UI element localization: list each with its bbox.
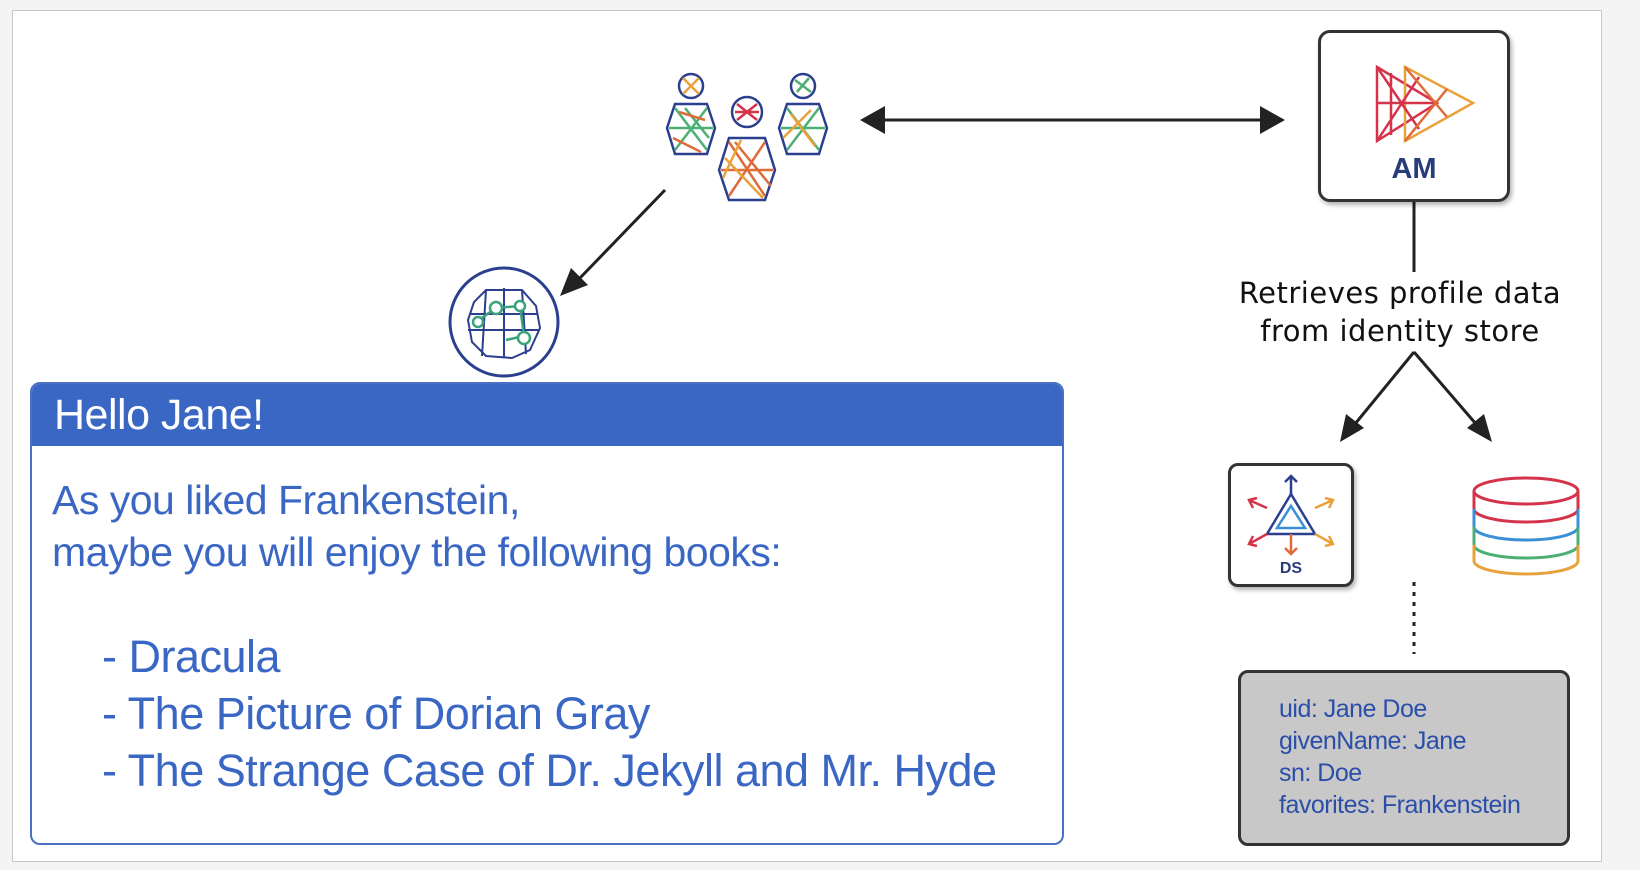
book-item: - Dracula [102, 631, 281, 682]
retrieves-label: Retrieves profile data from identity sto… [1210, 274, 1590, 350]
card-line-1: As you liked Frankenstein, [52, 477, 520, 523]
ds-label: DS [1279, 560, 1303, 577]
card-body: As you liked Frankenstein, maybe you wil… [32, 446, 1062, 799]
users-globe-arrow [578, 188, 667, 280]
retrieves-line-2: from identity store [1260, 314, 1540, 348]
database-icon [1472, 476, 1580, 576]
to-ds-arrow [1353, 351, 1416, 425]
retrieves-line-1: Retrieves profile data [1238, 276, 1562, 310]
profile-data-box: uid: Jane Doe givenName: Jane sn: Doe fa… [1238, 670, 1570, 846]
profile-given-name: givenName: Jane [1279, 727, 1467, 755]
am-logo-icon [1375, 64, 1476, 144]
am-node[interactable]: AM [1318, 30, 1510, 202]
ds-logo-icon [1247, 474, 1335, 556]
to-db-arrow [1412, 351, 1478, 425]
book-item: - The Picture of Dorian Gray [102, 688, 650, 739]
users-icon [665, 72, 829, 202]
book-list: - Dracula - The Picture of Dorian Gray -… [52, 628, 1062, 799]
card-line-2: maybe you will enjoy the following books… [52, 529, 782, 575]
am-label: AM [1391, 153, 1437, 185]
ds-node[interactable]: DS [1228, 463, 1354, 587]
profile-sn: sn: Doe [1279, 759, 1362, 787]
profile-uid: uid: Jane Doe [1279, 695, 1427, 723]
profile-favorites: favorites: Frankenstein [1279, 791, 1521, 819]
card-title: Hello Jane! [32, 384, 1062, 446]
globe-icon [448, 266, 560, 378]
book-item: - The Strange Case of Dr. Jekyll and Mr.… [102, 745, 997, 796]
recommendation-card: Hello Jane! As you liked Frankenstein, m… [30, 382, 1064, 845]
